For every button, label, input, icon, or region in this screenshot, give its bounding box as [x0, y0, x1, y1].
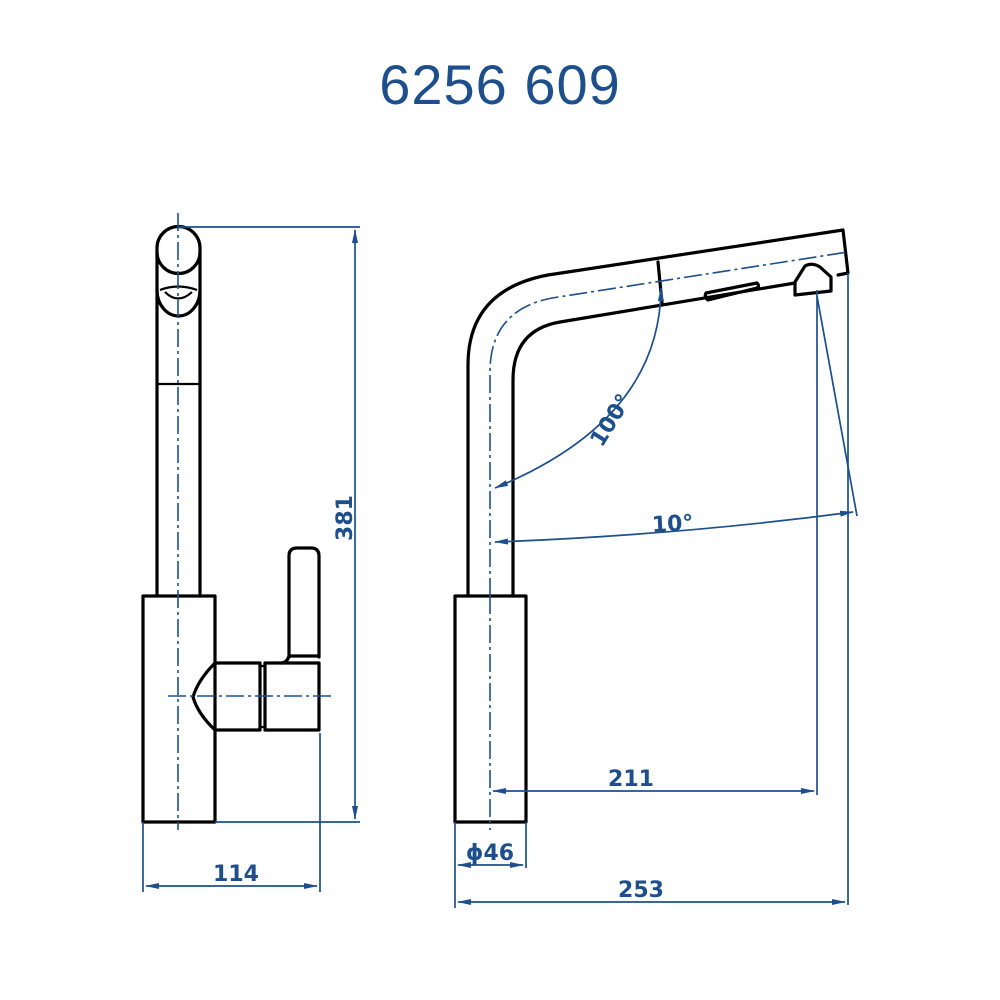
overall-reach-label: 253 — [618, 878, 664, 903]
depth-dimension: 114 — [142, 733, 321, 892]
profile-view: 100° 10° 211 ϕ46 253 — [453, 228, 858, 908]
side-view: 381 114 — [141, 213, 360, 892]
spray-tilt-dimension: 10° — [494, 295, 858, 545]
depth-dimension-label: 114 — [213, 862, 259, 887]
overall-reach-dimension: 253 — [457, 878, 846, 905]
model-number-title: 6256 609 — [379, 53, 621, 116]
reach-to-outlet-label: 211 — [608, 767, 654, 792]
swivel-angle-label: 100° — [586, 390, 637, 452]
spray-tilt-label: 10° — [651, 511, 694, 538]
faucet-body-outline — [141, 594, 217, 824]
base-diameter-label: ϕ46 — [466, 841, 514, 866]
base-diameter-dimension: ϕ46 — [454, 822, 527, 908]
height-dimension: 381 — [178, 226, 360, 823]
lever-handle-outline — [191, 546, 321, 732]
height-dimension-label: 381 — [333, 495, 358, 541]
reach-to-outlet-dimension: 211 — [492, 767, 815, 794]
